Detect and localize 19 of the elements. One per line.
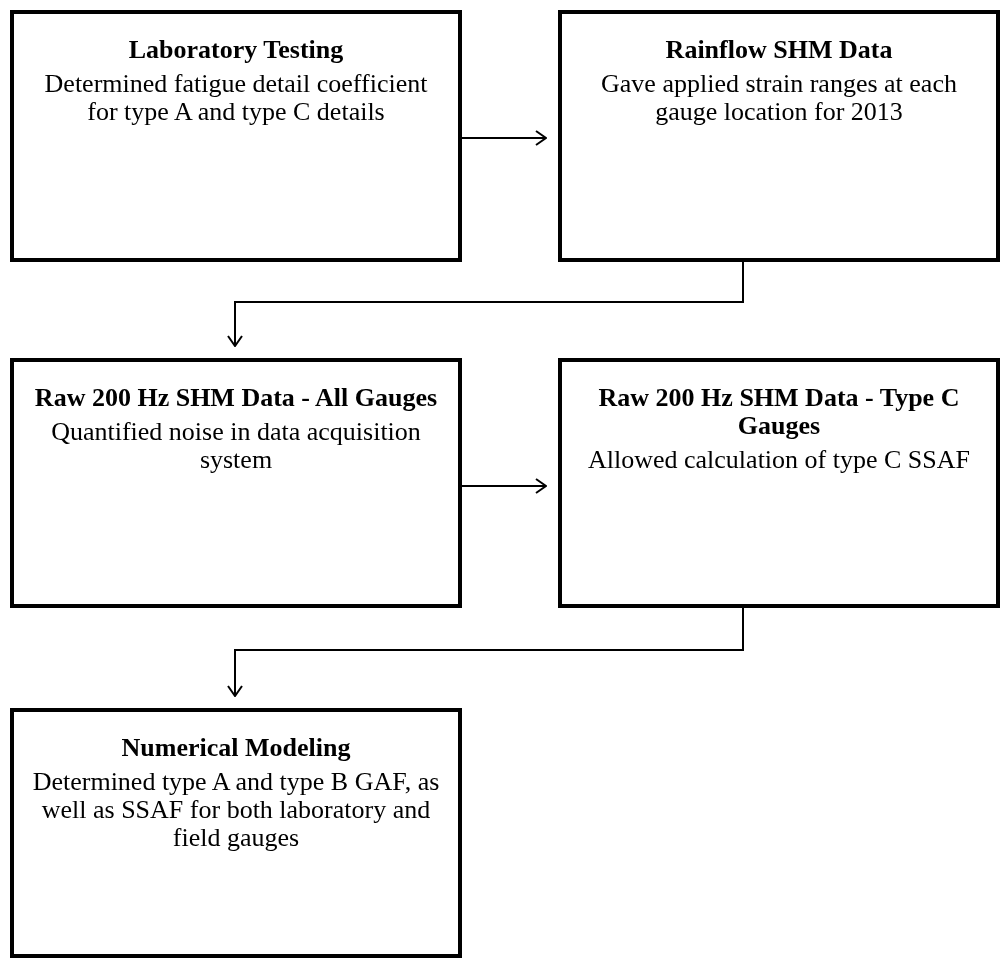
box-description: Allowed calculation of type C SSAF xyxy=(587,446,971,474)
box-description: Gave applied strain ranges at each gauge location for 2013 xyxy=(600,70,958,126)
process-box xyxy=(558,358,1000,608)
box-title: Raw 200 Hz SHM Data - Type C Gauges xyxy=(597,384,961,440)
box-title: Numerical Modeling xyxy=(120,734,352,762)
box-description: Determined type A and type B GAF, as well as SSAF for both laboratory and field gauges xyxy=(31,768,441,852)
box-title: Rainflow SHM Data xyxy=(664,36,894,64)
arrow xyxy=(461,478,547,494)
box-description: Determined fatigue detail coefficient for type A and type C details xyxy=(43,70,429,126)
process-box xyxy=(10,708,462,958)
arrow xyxy=(461,130,547,146)
process-box xyxy=(558,10,1000,262)
box-title: Raw 200 Hz SHM Data - All Gauges xyxy=(33,384,439,412)
process-box xyxy=(10,10,462,262)
box-title: Laboratory Testing xyxy=(127,36,345,64)
process-box xyxy=(10,358,462,608)
arrow xyxy=(227,607,744,697)
arrow xyxy=(227,261,744,347)
box-description: Quantified noise in data acquisition system xyxy=(50,418,422,474)
